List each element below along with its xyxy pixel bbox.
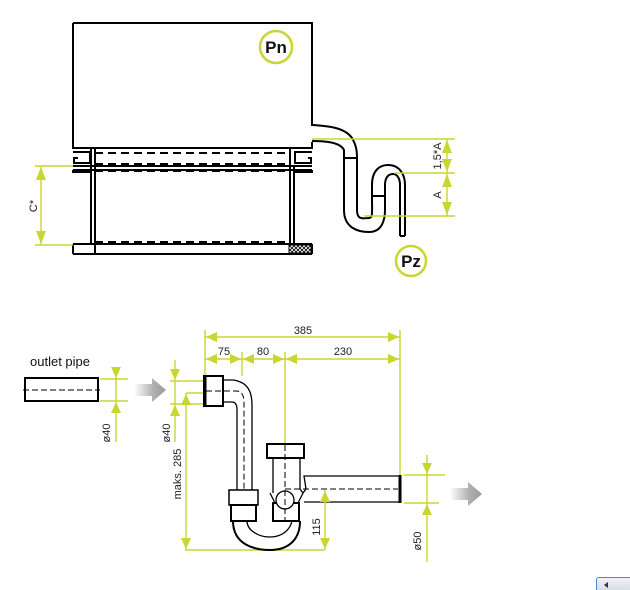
outflow-diameter-label: ø50 xyxy=(412,532,424,551)
width-dimensions: 385 75 80 230 xyxy=(204,325,401,476)
pn-badge: Pn xyxy=(258,29,294,65)
flow-arrow-icon xyxy=(134,378,166,402)
s-trap-pipe xyxy=(311,124,406,237)
inlet-diameter-dimension: ø40 xyxy=(161,360,203,442)
scroll-left-button[interactable] xyxy=(596,577,630,590)
chevron-left-icon xyxy=(604,582,608,588)
seg-80-label: 80 xyxy=(257,346,269,358)
c-star-dimension: C* xyxy=(28,165,73,246)
hatched-block xyxy=(288,244,312,254)
c-star-label: C* xyxy=(28,199,40,212)
height-115-label: 115 xyxy=(311,518,323,536)
trap-dimensions: 1,5*A A xyxy=(312,138,455,217)
pz-badge: Pz xyxy=(394,244,428,278)
seg-75-label: 75 xyxy=(218,346,230,358)
outlet-diameter-label: ø40 xyxy=(101,424,113,443)
outlet-pipe-label: outlet pipe xyxy=(30,354,90,369)
outflow-diameter-dimension: ø50 xyxy=(404,455,445,562)
bottom-view: outlet pipe ø40 ø40 xyxy=(23,325,482,562)
siphon xyxy=(203,375,402,552)
shelf-frame xyxy=(72,147,313,255)
inlet-diameter-label: ø40 xyxy=(161,424,173,443)
pn-badge-label: Pn xyxy=(265,38,287,57)
one-five-a-label: 1,5*A xyxy=(432,142,444,170)
seg-230-label: 230 xyxy=(334,346,352,358)
max-height-label: maks. 285 xyxy=(172,449,184,500)
height-115-dimension: 115 xyxy=(311,490,330,550)
a-label: A xyxy=(432,191,444,199)
top-view: Pn Pz C* 1,5*A A xyxy=(28,22,455,278)
max-height-dimension: maks. 285 xyxy=(172,392,325,551)
flow-arrow-icon xyxy=(450,482,482,506)
pz-badge-label: Pz xyxy=(401,252,421,271)
total-width-label: 385 xyxy=(294,325,312,337)
outlet-diameter-dimension: ø40 xyxy=(100,367,128,442)
